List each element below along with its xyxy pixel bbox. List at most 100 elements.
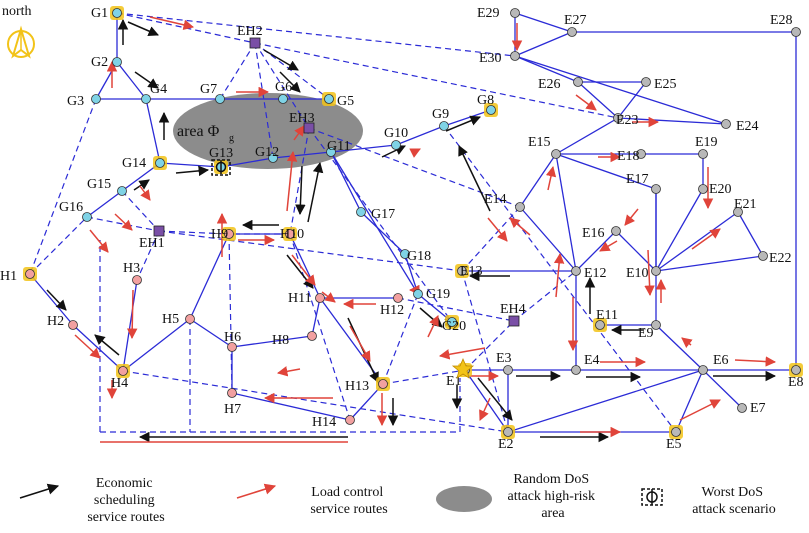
load-route-arrow (681, 337, 693, 348)
bus-line (519, 206, 577, 272)
label-e13: E13 (460, 264, 483, 279)
bus-line (655, 188, 704, 272)
service-routes (46, 16, 777, 443)
node-g14 (155, 158, 165, 168)
node-e25 (641, 77, 651, 87)
node-e6 (698, 365, 708, 375)
nodes (23, 6, 803, 439)
legend-load-label: Load control service routes (310, 485, 387, 517)
economic-route-arrow (477, 377, 513, 421)
load-route-arrow (438, 347, 486, 360)
label-h13: H13 (345, 379, 369, 394)
load-route-arrow (291, 254, 316, 286)
label-e26: E26 (538, 77, 561, 92)
load-route-arrow (89, 229, 109, 253)
legend-worst-icon (641, 488, 663, 506)
label-g14: G14 (122, 156, 146, 171)
label-e23: E23 (616, 113, 639, 128)
bus-line (702, 369, 743, 409)
node-g3 (91, 94, 101, 104)
communication-link (136, 230, 160, 281)
economic-route-arrow (279, 71, 301, 93)
label-g19: G19 (426, 287, 450, 302)
node-g19 (413, 289, 423, 299)
bus-line (737, 211, 764, 257)
label-e7: E7 (750, 401, 766, 416)
node-g11 (326, 147, 336, 157)
load-route-arrow (509, 217, 531, 236)
economic-route-arrow (263, 49, 299, 71)
label-g20: G20 (442, 319, 466, 334)
bus-line (311, 297, 321, 337)
node-eh4 (508, 315, 520, 327)
communication-link (116, 12, 256, 44)
bus-line (519, 153, 557, 208)
load-route-arrow (575, 94, 597, 111)
label-h11: H11 (288, 291, 312, 306)
node-e17 (651, 184, 661, 194)
bus-line (615, 230, 657, 272)
communication-link (464, 320, 515, 371)
load-route-arrow (624, 208, 639, 226)
bus-line (122, 318, 191, 372)
load-route-arrow (427, 315, 439, 338)
label-e9: E9 (638, 326, 654, 341)
node-eh2 (249, 37, 261, 49)
communication-link (289, 127, 310, 235)
economic-route-arrow (133, 179, 150, 191)
label-h9: H9 (211, 227, 228, 242)
label-g7: G7 (200, 82, 217, 97)
node-g8 (486, 105, 496, 115)
node-e26 (573, 77, 583, 87)
communication-link (254, 42, 619, 119)
communication-link (122, 370, 509, 433)
node-e15 (551, 149, 561, 159)
bus-line (577, 81, 619, 119)
economic-route-arrow (307, 161, 324, 223)
load-route-arrow (114, 213, 133, 231)
load-route-arrow (149, 16, 195, 30)
label-e29: E29 (477, 6, 500, 21)
label-g10: G10 (384, 126, 408, 141)
load-route-arrow (126, 289, 138, 340)
communication-link (254, 42, 310, 129)
label-g2: G2 (91, 55, 108, 70)
label-h1: H1 (0, 269, 17, 284)
load-route-arrow (691, 228, 721, 250)
node-eh3 (303, 122, 315, 134)
communication-link (513, 270, 577, 322)
economic-route-arrow (295, 165, 306, 216)
load-route-arrow (734, 356, 777, 367)
bus-line (272, 151, 332, 159)
label-e25: E25 (654, 77, 677, 92)
legend-load-arrow (236, 483, 277, 499)
risk-area-label: area Φ (177, 123, 220, 140)
communication-link (116, 12, 516, 57)
bus-line (145, 98, 161, 164)
bus-line (330, 151, 362, 213)
communication-link (29, 216, 88, 275)
load-route-arrow (479, 397, 491, 421)
star-icon (451, 357, 475, 379)
communication-link (121, 190, 160, 232)
bus-line (555, 153, 577, 272)
economic-route-arrow (94, 334, 120, 356)
node-g17 (356, 207, 366, 217)
node-h13 (378, 379, 388, 389)
label-e4: E4 (584, 353, 600, 368)
bus-line (231, 335, 313, 348)
bus-line (289, 233, 321, 299)
communication-link (461, 206, 521, 272)
bus-line (514, 55, 579, 83)
economic-route-arrow (46, 289, 67, 311)
label-h10: H10 (280, 227, 304, 242)
bus-line (575, 230, 617, 272)
label-g17: G17 (371, 207, 395, 222)
bus-line (617, 117, 727, 125)
load-route-arrow (644, 249, 655, 297)
bus-line (514, 31, 573, 57)
load-route-arrow (487, 217, 508, 242)
communication-link (308, 127, 453, 323)
bus-line (231, 392, 351, 421)
load-route-arrow (679, 399, 721, 421)
